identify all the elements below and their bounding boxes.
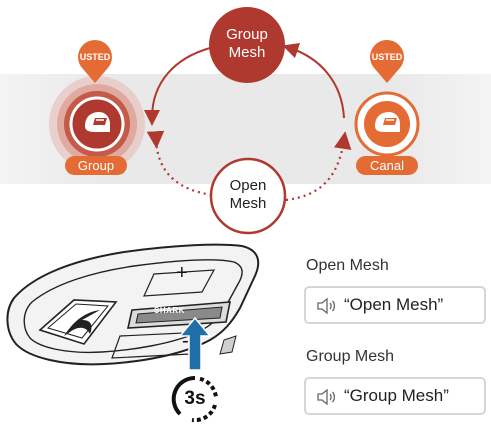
group-mesh-label: Group Mesh bbox=[226, 26, 268, 61]
left-user-mode-badge: Group bbox=[65, 156, 127, 175]
speaker-icon bbox=[317, 388, 336, 406]
volume-up-label: + bbox=[176, 262, 188, 284]
timer-icon bbox=[171, 375, 218, 423]
hold-duration-label: 3s bbox=[184, 388, 206, 409]
group-mesh-voice-prompt: “Group Mesh” bbox=[304, 377, 486, 415]
device-brand-label: SHARK bbox=[154, 306, 185, 315]
left-pin-label: USTED bbox=[79, 52, 111, 62]
dotted-arrow-right bbox=[285, 131, 352, 202]
arrow-from-right-user bbox=[282, 42, 345, 119]
helmet-icon bbox=[375, 112, 400, 132]
speaker-icon bbox=[317, 297, 336, 315]
open-mesh-title: Open Mesh bbox=[306, 257, 389, 274]
group-mesh-title: Group Mesh bbox=[306, 348, 395, 365]
open-mesh-circle bbox=[209, 157, 287, 235]
location-pin-icon bbox=[78, 39, 112, 83]
right-user-mode-badge: Canal bbox=[356, 156, 418, 175]
group-mesh-circle bbox=[209, 7, 285, 83]
press-arrow-icon bbox=[178, 316, 212, 371]
right-pin-label: USTED bbox=[371, 52, 403, 62]
intercom-device bbox=[6, 243, 260, 366]
dotted-arrow-left bbox=[146, 130, 213, 197]
open-mesh-voice-text: “Open Mesh” bbox=[344, 295, 444, 314]
open-mesh-label: Open Mesh bbox=[229, 177, 267, 212]
volume-down-label: - bbox=[182, 330, 189, 352]
helmet-icon bbox=[85, 112, 110, 132]
arrow-to-left-user bbox=[144, 47, 211, 126]
group-mesh-voice-text: “Group Mesh” bbox=[344, 386, 449, 405]
open-mesh-voice-prompt: “Open Mesh” bbox=[304, 286, 486, 324]
location-pin-icon bbox=[370, 39, 404, 83]
